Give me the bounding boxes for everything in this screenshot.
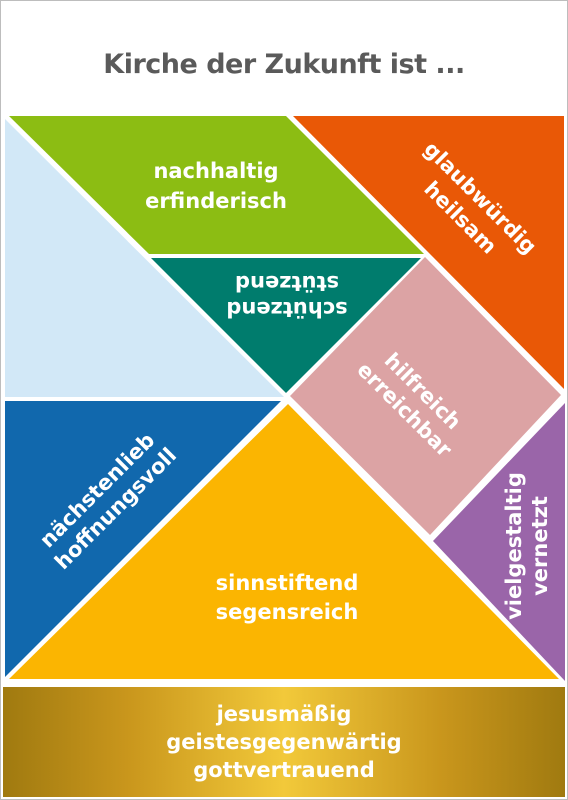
footer-banner: jesusmäßig geistesgegenwärtig gottvertra… — [3, 687, 565, 797]
teal-label-line2: stützend — [235, 271, 339, 295]
teal-label-line1: schützend — [226, 297, 347, 321]
yellow-label-line1: sinnstiftend — [216, 571, 359, 595]
piece-blue — [5, 401, 281, 677]
piece-teal — [151, 258, 421, 393]
footer-line2: geistesgegenwärtig — [166, 730, 402, 754]
purple-label-line2: vernetzt — [528, 496, 552, 596]
yellow-label-line2: segensreich — [216, 600, 359, 624]
piece-orange — [293, 116, 564, 389]
footer-line3: gottvertrauend — [193, 758, 375, 782]
piece-pink — [290, 257, 561, 535]
green-label-line2: erfinderisch — [145, 189, 287, 213]
purple-label-line1: vielgestaltig — [502, 472, 526, 620]
footer-line1: jesusmäßig — [216, 702, 352, 726]
tangram-graphic: nachhaltig erfinderisch glaubwürdig heil… — [5, 116, 565, 681]
piece-purple — [433, 403, 565, 681]
piece-green — [9, 116, 424, 254]
piece-yellow — [9, 404, 559, 679]
page-title: Kirche der Zukunft ist ... — [103, 49, 465, 80]
piece-lightblue — [5, 119, 284, 397]
green-label-line1: nachhaltig — [153, 159, 278, 183]
